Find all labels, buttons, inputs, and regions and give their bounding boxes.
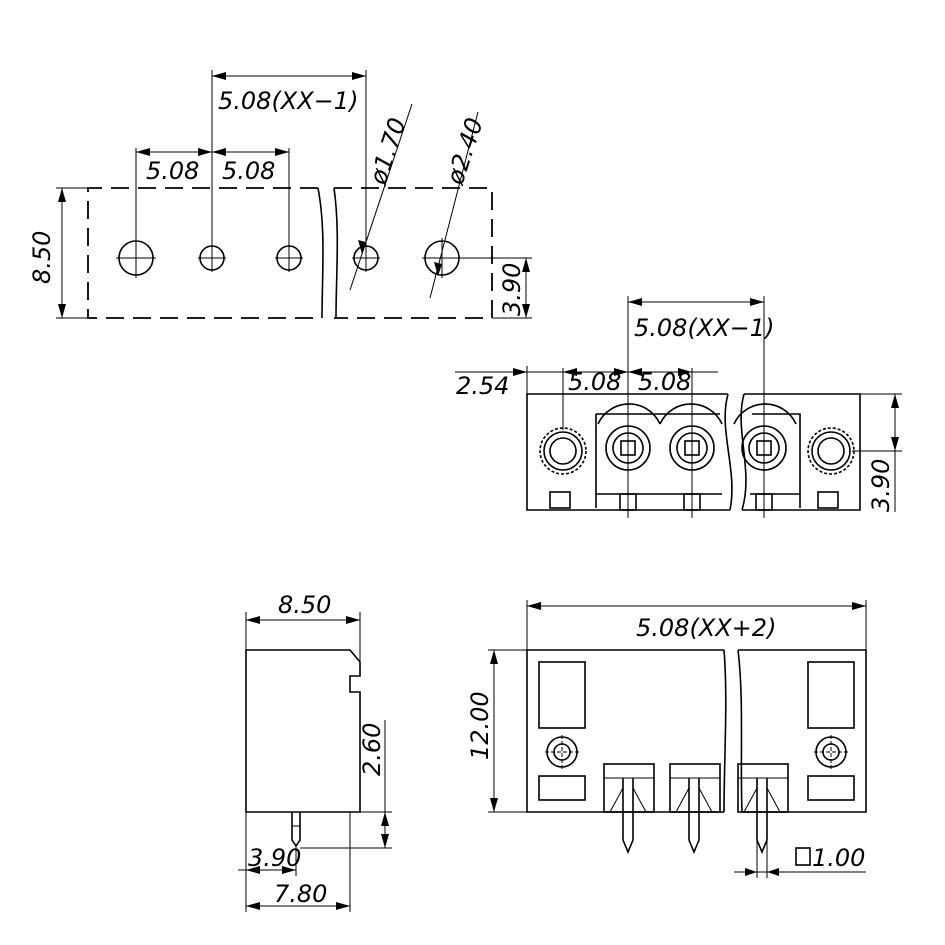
dim-front-pitch-a: 5.08	[568, 368, 621, 396]
front-view: 5.08(XX−1) 2.54 5.08 5.08 3.90	[455, 296, 902, 518]
rear-pin-housing-3	[737, 763, 789, 855]
hole-small-2	[275, 244, 303, 272]
hole-small-1	[198, 244, 226, 272]
dim-top-height: 8.50	[28, 231, 56, 284]
dim-rear-total-length: 5.08(XX+2)	[636, 614, 776, 642]
dim-front-height: 3.90	[867, 459, 895, 512]
dim-top-pitch-b: 5.08	[222, 157, 275, 185]
dim-top-hole-offset: 3.90	[498, 263, 526, 316]
top-break-line-left	[317, 187, 324, 319]
dim-rear-height: 12.00	[466, 691, 494, 760]
hole-small-3	[352, 244, 380, 272]
hole-large-2	[422, 238, 462, 278]
dim-hole-dia-large: ø2.40	[441, 114, 489, 188]
square-symbol-icon	[795, 847, 811, 866]
dim-top-pitch-a: 5.08	[146, 157, 199, 185]
dim-side-pin-offset: 3.90	[248, 844, 301, 872]
rear-view: 5.08(XX+2) 12.00 1.00	[466, 600, 867, 878]
dim-side-width: 8.50	[278, 591, 331, 619]
rear-break-right	[737, 649, 743, 813]
top-view: 5.08(XX−1) 5.08 5.08 ø1.70 ø2.40 8.50 3.…	[28, 70, 532, 319]
dim-side-pin-height: 2.60	[358, 723, 386, 776]
knurled-nut-left	[539, 427, 587, 475]
dim-front-pitch-total: 5.08(XX−1)	[634, 314, 774, 342]
rear-window-right	[807, 661, 855, 729]
rear-hole-right	[814, 735, 848, 769]
rear-hole-left	[545, 735, 579, 769]
dim-top-pitch-total: 5.08(XX−1)	[218, 87, 358, 115]
rear-window-left	[538, 661, 586, 729]
rear-pin-housing-1	[603, 763, 655, 855]
top-body-outline-right	[334, 187, 493, 319]
top-body-outline-left	[87, 187, 318, 319]
front-body-right	[742, 393, 861, 511]
rear-body-right	[738, 649, 867, 813]
rear-body-left	[526, 649, 724, 813]
dim-front-pitch-b: 5.08	[638, 368, 691, 396]
side-view: 8.50 2.60 3.90 7.80	[238, 591, 392, 912]
dim-hole-dia-small: ø1.70	[364, 114, 412, 188]
rear-break-left	[723, 649, 727, 813]
dim-front-edge-offset: 2.54	[456, 372, 509, 400]
front-break-right	[740, 393, 747, 511]
dim-rear-pin-square: 1.00	[812, 844, 865, 872]
hole-large-1	[116, 238, 156, 278]
knurled-nut-right	[807, 427, 855, 475]
dim-side-base-width: 7.80	[274, 880, 327, 908]
rear-pin-housing-2	[669, 763, 721, 855]
side-body	[245, 649, 361, 813]
top-break-line-right	[333, 187, 339, 319]
front-break-left	[724, 393, 733, 511]
side-pin	[291, 812, 301, 848]
